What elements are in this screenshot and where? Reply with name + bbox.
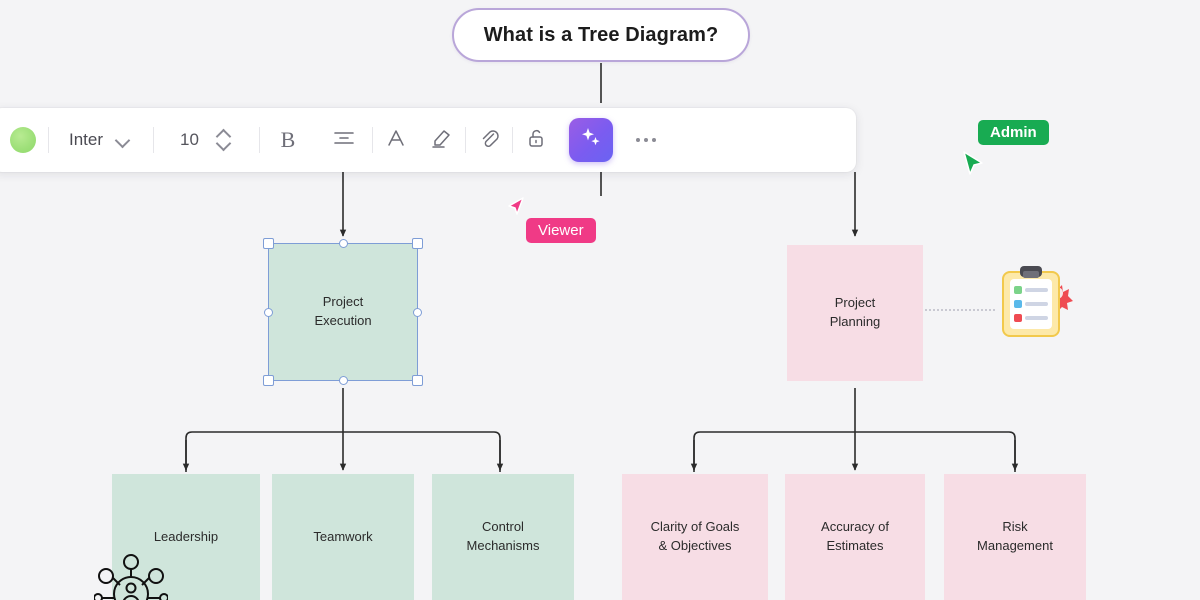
node-label: Project Planning: [829, 295, 881, 329]
node-project-planning[interactable]: Project Planning: [787, 245, 923, 381]
cursor-label-admin: Admin: [978, 120, 1049, 145]
node-control-mechanisms[interactable]: Control Mechanisms: [432, 474, 574, 600]
highlighter-pen-icon: [430, 127, 454, 154]
toolbar-divider: [371, 127, 373, 153]
node-leadership[interactable]: Leadership: [112, 474, 260, 600]
node-teamwork[interactable]: Teamwork: [272, 474, 414, 600]
align-center-icon: [333, 129, 355, 152]
node-label: Clarity of Goals & Objectives: [650, 519, 740, 553]
more-options-button[interactable]: [623, 120, 669, 160]
paperclip-icon: [478, 127, 500, 154]
toolbar-divider: [258, 127, 260, 153]
bold-label: B: [280, 127, 296, 152]
node-project-execution[interactable]: Project Execution: [268, 243, 418, 381]
text-color-A-icon: [385, 127, 407, 154]
highlighter-button[interactable]: [419, 120, 465, 160]
align-center-button[interactable]: [316, 120, 372, 160]
node-risk-management[interactable]: Risk Management: [944, 474, 1086, 600]
toolbar-divider: [511, 127, 513, 153]
fill-color-swatch[interactable]: [10, 127, 36, 153]
lock-icon: [525, 127, 547, 154]
bold-button[interactable]: B: [260, 120, 316, 160]
chevron-down-icon[interactable]: [115, 132, 131, 148]
toolbar-divider: [153, 127, 155, 153]
text-color-button[interactable]: [373, 120, 419, 160]
toolbar-divider: [464, 127, 466, 153]
node-label: Project Execution: [314, 294, 372, 328]
clipboard-checklist-icon[interactable]: [995, 262, 1083, 347]
formatting-toolbar[interactable]: Inter 10 B: [0, 108, 856, 172]
font-size-value[interactable]: 10: [180, 130, 199, 149]
node-label: Teamwork: [313, 528, 373, 544]
node-label: Accuracy of Estimates: [821, 519, 889, 553]
font-family-control[interactable]: Inter: [49, 120, 153, 160]
node-clarity-of-goals[interactable]: Clarity of Goals & Objectives: [622, 474, 768, 600]
node-label: Control Mechanisms: [466, 519, 540, 553]
stepper-icon[interactable]: [215, 127, 233, 153]
node-accuracy-of-estimates[interactable]: Accuracy of Estimates: [785, 474, 925, 600]
node-label: Risk Management: [977, 519, 1053, 553]
more-options-icon: [635, 138, 656, 142]
dotted-connector: [925, 309, 995, 311]
ai-assistant-button[interactable]: [568, 118, 613, 162]
ai-sparkle-icon: [578, 125, 604, 156]
lock-button[interactable]: [513, 120, 559, 160]
font-size-control[interactable]: 10: [154, 120, 259, 160]
font-family-value[interactable]: Inter: [69, 130, 104, 149]
attachment-button[interactable]: [466, 120, 512, 160]
team-network-icon[interactable]: [93, 552, 169, 600]
toolbar-divider: [48, 127, 49, 153]
root-node-title[interactable]: What is a Tree Diagram?: [452, 8, 750, 62]
page-title: What is a Tree Diagram?: [483, 23, 719, 46]
node-label: Leadership: [153, 528, 219, 544]
cursor-label-viewer: Viewer: [526, 218, 596, 243]
